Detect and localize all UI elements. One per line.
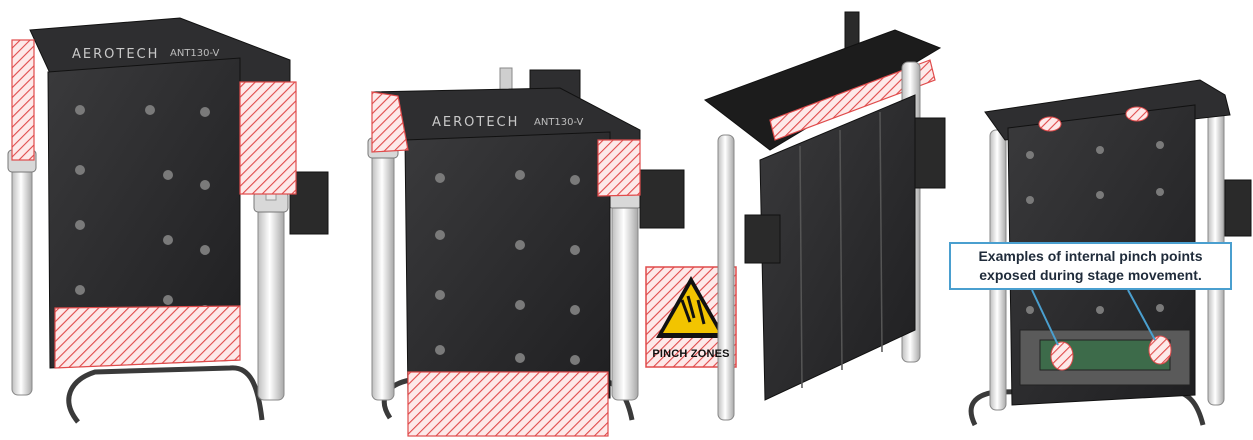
pinch-zones-label: PINCH ZONES [652,348,730,360]
pinch-zone-left-rod [11,39,35,161]
side-block [639,169,685,229]
left-cylinder [371,149,395,401]
callout-leader-left [1031,289,1059,346]
pinch-point-top-right [1125,106,1149,122]
side-block [914,117,946,189]
stage-view-1: AEROTECH ANT130-V [7,17,329,424]
pinch-zone-top-underside [769,59,936,141]
callout-line-2: exposed during stage movement. [979,267,1202,283]
right-cylinder [611,199,639,401]
logo-brand: AEROTECH [72,47,159,62]
pinch-point-top-left [1038,116,1062,132]
logo-model: ANT130-V [534,117,584,128]
logo-brand: AEROTECH [432,115,519,130]
pinch-zone-bottom [407,371,609,437]
stage-view-2: AEROTECH ANT130-V [367,67,685,437]
left-cylinder [11,164,33,396]
stage-view-4 [968,79,1252,427]
logo-model: ANT130-V [170,48,220,59]
cable [66,365,265,424]
side-block [1224,179,1252,237]
pinch-zone-left-corner [371,91,409,153]
stage-view-3 [703,11,946,421]
carriage-plate [759,94,916,401]
right-cylinder [257,204,285,401]
pinch-point-internal-right [1148,335,1172,365]
pinch-zone-bottom [54,305,241,369]
plate-seam [839,129,843,371]
hand-pinch-icon [680,295,706,325]
pinch-zone-right-rod [239,81,297,195]
top-bracket [703,29,942,151]
carriage-plate [404,131,611,401]
front-block [744,214,781,264]
left-cylinder [717,134,735,421]
pinch-zone-right-corner [597,139,641,197]
mount-holes [1026,141,1164,314]
callout-line-1: Examples of internal pinch points [978,248,1203,264]
callout-leader-right [1127,289,1156,341]
mount-holes [435,170,580,365]
pinch-point-internal-left [1050,341,1074,371]
plate-seam [799,145,803,389]
pinch-points-callout: Examples of internal pinch points expose… [949,242,1232,290]
plate-seam [879,111,883,353]
